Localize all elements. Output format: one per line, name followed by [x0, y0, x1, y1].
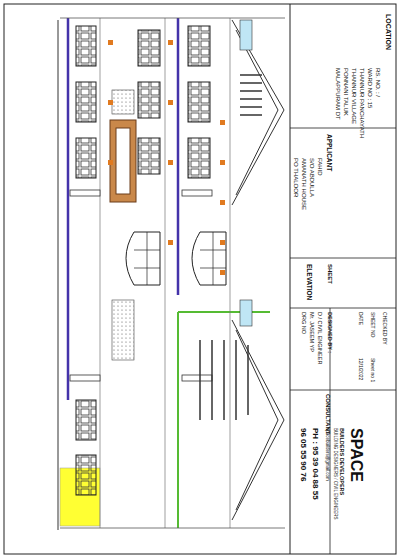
title-block-text: Sheet no 1	[370, 358, 376, 382]
title-block-text: SPACE	[347, 428, 365, 482]
title-block-text: DATE	[358, 312, 364, 325]
title-block-text: PO THALOOR	[292, 158, 299, 197]
title-block-text: BUILDING DESIGNERS / CIVIL ENGINEERS	[332, 428, 337, 520]
title-block: LOCATION RS. NO. : /WARD NO : 15THANNUR P…	[290, 8, 395, 548]
title-block-text: ELEVATION	[306, 264, 313, 300]
title-block-text: THANNUR PANCHAYATH	[358, 68, 365, 138]
title-block-text: Mr. JASEEM YP	[309, 312, 315, 352]
title-block-text: spacebuilders@gmail.com	[324, 428, 329, 481]
title-block-text: PONNANI TALUK	[342, 68, 349, 116]
title-block-text: MALAPPURAM DT	[334, 68, 341, 120]
title-block-text: WARD NO : 15	[366, 68, 373, 108]
title-block-text: LOCATION	[384, 14, 392, 50]
title-block-text: THANNUR VILLAGE	[350, 68, 357, 124]
title-block-text: PH : 95 39 04 88 55	[310, 428, 319, 500]
title-block-text: 12/1/2022	[358, 358, 364, 380]
title-block-text: FAHID	[316, 158, 323, 176]
title-block-text: DRG NO	[301, 312, 307, 334]
title-block-text: D / CIVIL ENGINEER	[317, 312, 323, 364]
title-block-text: RS. NO. : /	[374, 68, 381, 97]
title-block-text: DESIGNED BY :	[327, 312, 333, 353]
title-block-text: APPLICANT	[326, 134, 333, 171]
title-block-text: BUILDERS DEVELOPERS	[339, 428, 345, 495]
title-block-text: S/O ABDULLA	[308, 158, 315, 197]
title-block-text: AMANATH HOUSE	[300, 158, 307, 210]
title-block-text: SHEET NO	[370, 312, 376, 337]
title-block-text: SHEET	[326, 264, 333, 284]
title-block-text: CHECKED BY	[382, 312, 388, 345]
title-block-text: 96 05 55 90 76	[298, 428, 307, 481]
